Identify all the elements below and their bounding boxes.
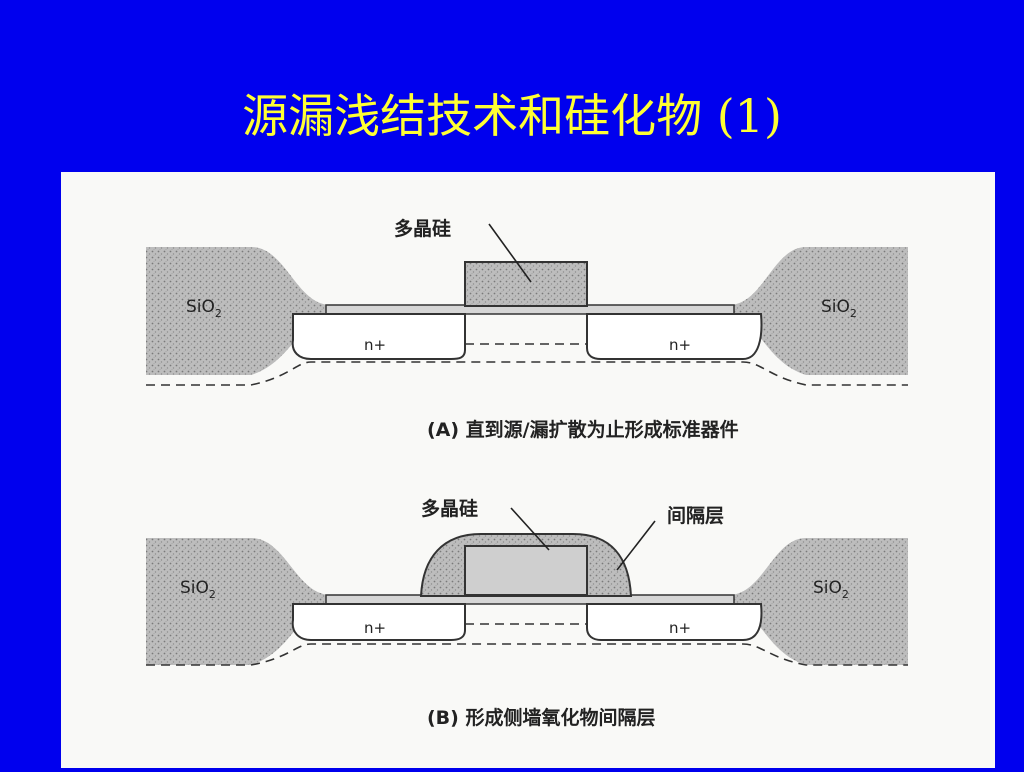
- n-plus-label-right-b: n+: [669, 619, 691, 637]
- diagram-b: 多晶硅 间隔层 SiO2 SiO2 n+ n+ (B) 形成侧墙氧化物间隔层: [146, 497, 908, 729]
- slide-title: 源漏浅结技术和硅化物 (1): [242, 89, 782, 143]
- n-plus-label-right-a: n+: [669, 336, 691, 354]
- polysilicon-gate-a: [464, 261, 588, 307]
- field-oxide-right-a: [729, 247, 908, 375]
- n-plus-region-right-a: [586, 313, 763, 360]
- n-plus-region-left-b: [291, 603, 466, 641]
- field-oxide-left-b: [146, 538, 331, 665]
- sio2-label-right-b: SiO2: [813, 578, 849, 601]
- diagram-a: 多晶硅 SiO2 SiO2 n+ n+ (A) 直到源/漏扩散为止形成标准器件: [146, 217, 908, 441]
- poly-pointer-a: [488, 223, 532, 283]
- process-diagrams: 多晶硅 SiO2 SiO2 n+ n+ (A) 直到源/漏扩散为止形成标准器件: [146, 217, 908, 729]
- n-plus-label-left-b: n+: [364, 619, 386, 637]
- spacer-pointer: [616, 520, 656, 571]
- n-plus-region-right-b: [586, 603, 763, 641]
- poly-pointer-b: [510, 507, 550, 551]
- sio2-label-right-a: SiO2: [821, 297, 857, 320]
- poly-label-b: 多晶硅: [421, 497, 478, 520]
- caption-b: (B) 形成侧墙氧化物间隔层: [427, 706, 655, 729]
- field-oxide-right-b: [729, 538, 908, 665]
- sio2-label-left-a: SiO2: [186, 297, 222, 320]
- spacer-label: 间隔层: [667, 505, 724, 527]
- figure-panel: 多晶硅 SiO2 SiO2 n+ n+ (A) 直到源/漏扩散为止形成标准器件: [61, 172, 995, 768]
- sio2-label-left-b: SiO2: [180, 578, 216, 601]
- field-oxide-left-a: [146, 247, 331, 375]
- n-plus-label-left-a: n+: [364, 336, 386, 354]
- poly-label-a: 多晶硅: [394, 217, 451, 240]
- caption-a: (A) 直到源/漏扩散为止形成标准器件: [427, 418, 739, 441]
- polysilicon-gate-b: [464, 545, 588, 596]
- substrate-dashed-line-a: [146, 361, 908, 386]
- n-plus-region-left-a: [291, 313, 466, 360]
- substrate-dashed-line-b: [146, 643, 908, 666]
